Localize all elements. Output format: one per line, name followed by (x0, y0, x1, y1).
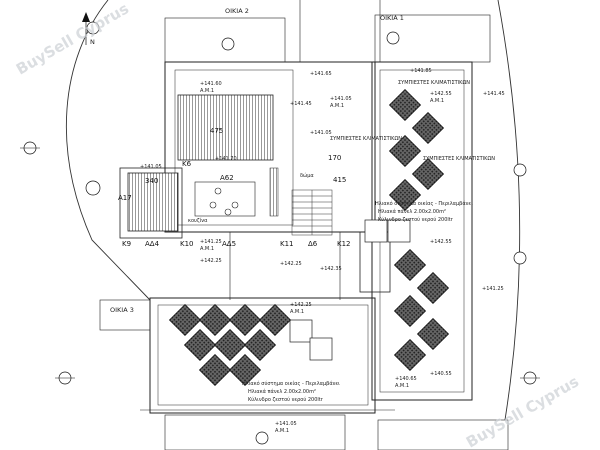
grid-markers (23, 21, 537, 445)
svg-text:+140.65: +140.65 (395, 376, 417, 382)
svg-text:170: 170 (328, 154, 341, 162)
svg-text:475: 475 (210, 127, 223, 135)
svg-text:+141.45: +141.45 (290, 101, 312, 107)
svg-text:Ηλιακό σύστημα οικίας - Περιλα: Ηλιακό σύστημα οικίας - Περιλαμβάνει (242, 380, 340, 387)
svg-text:A.M.1: A.M.1 (200, 88, 214, 94)
svg-text:Δ6: Δ6 (308, 240, 318, 248)
svg-text:+141.05: +141.05 (140, 164, 162, 170)
svg-text:K6: K6 (182, 160, 192, 168)
solar-array-bottom (169, 304, 291, 386)
svg-text:+142.55: +142.55 (430, 239, 452, 245)
kitchen-label: κουζίνα (188, 217, 208, 224)
svg-text:+141.65: +141.65 (310, 71, 332, 77)
svg-text:ΣΥΜΠΙΕΣΤΕΣ ΚΛΙΜΑΤΙΣΤΙΚΩΝ: ΣΥΜΠΙΕΣΤΕΣ ΚΛΙΜΑΤΙΣΤΙΚΩΝ (330, 136, 402, 142)
svg-text:+141.60: +141.60 (200, 81, 222, 87)
svg-text:A.M.1: A.M.1 (275, 428, 289, 434)
grid-labels: K6 K9 K10 K11 K12 AΔ4 AΔ5 Δ6 A17 A62 170… (118, 127, 351, 248)
svg-text:A.M.1: A.M.1 (395, 383, 409, 389)
water-tanks (289, 219, 411, 361)
room-label-2: ΟΙΚΙΑ 2 (225, 7, 249, 15)
svg-text:+141.05: +141.05 (330, 96, 352, 102)
watermark-top: BuySell Cyprus (13, 0, 132, 78)
svg-text:K10: K10 (180, 240, 194, 248)
svg-text:K12: K12 (337, 240, 351, 248)
svg-text:A.M.1: A.M.1 (430, 98, 444, 104)
svg-text:K9: K9 (122, 240, 131, 248)
svg-text:+142.55: +142.55 (430, 91, 452, 97)
svg-text:+140.55: +140.55 (430, 371, 452, 377)
svg-text:+141.70: +141.70 (215, 156, 237, 162)
svg-text:A.M.1: A.M.1 (330, 103, 344, 109)
room-label-3: ΟΙΚΙΑ 3 (110, 306, 134, 314)
svg-text:A62: A62 (220, 174, 234, 182)
svg-text:Ηλιακά πάνελ 2.00x2.00m²: Ηλιακά πάνελ 2.00x2.00m² (378, 208, 446, 215)
hatched-terrace-left (127, 172, 179, 232)
svg-text:+141.25: +141.25 (482, 286, 504, 292)
svg-text:+142.25: +142.25 (280, 261, 302, 267)
north-arrow (82, 12, 90, 45)
solar-note-bottom: Ηλιακό σύστημα οικίας - Περιλαμβάνει Ηλι… (242, 380, 340, 403)
svg-text:+141.05: +141.05 (310, 130, 332, 136)
svg-text:AΔ5: AΔ5 (222, 240, 236, 248)
boundary-right (497, 0, 521, 421)
north-label: N (90, 38, 95, 46)
watermark-bottom: BuySell Cyprus (463, 372, 582, 450)
svg-text:AΔ4: AΔ4 (145, 240, 160, 248)
svg-text:Κύλινδρο ζεστού νερού 200ltr: Κύλινδρο ζεστού νερού 200ltr (378, 216, 454, 223)
svg-text:A.M.1: A.M.1 (290, 309, 304, 315)
dining-table (194, 181, 256, 217)
svg-text:K11: K11 (280, 240, 294, 248)
svg-text:Ηλιακά πάνελ 2.00x2.00m²: Ηλιακά πάνελ 2.00x2.00m² (248, 388, 316, 395)
svg-text:A17: A17 (118, 194, 132, 202)
svg-text:340: 340 (145, 177, 158, 185)
hatched-terrace-main (177, 94, 274, 161)
solar-note-top: Ηλιακό σύστημα οικίας - Περιλαμβάνει Ηλι… (330, 80, 495, 223)
am-labels: A.M.1 A.M.1 A.M.1 A.M.1 A.M.1 A.M.1 A.M.… (200, 88, 444, 434)
svg-text:ΣΥΜΠΙΕΣΤΕΣ ΚΛΙΜΑΤΙΣΤΙΚΩΝ: ΣΥΜΠΙΕΣΤΕΣ ΚΛΙΜΑΤΙΣΤΙΚΩΝ (398, 80, 470, 86)
svg-text:Ηλιακό σύστημα οικίας - Περιλα: Ηλιακό σύστημα οικίας - Περιλαμβάνει (375, 200, 473, 207)
hatched-strip (269, 167, 279, 217)
room-label-1: ΟΙΚΙΑ 1 (380, 14, 404, 22)
svg-text:+141.85: +141.85 (410, 68, 432, 74)
svg-text:+141.45: +141.45 (483, 91, 505, 97)
svg-text:+142.25: +142.25 (290, 302, 312, 308)
svg-text:Κύλινδρο ζεστού νερού 200ltr: Κύλινδρο ζεστού νερού 200ltr (248, 396, 324, 403)
svg-text:+142.25: +142.25 (200, 258, 222, 264)
stair-label: δώμα (300, 172, 314, 179)
svg-text:+141.25: +141.25 (200, 239, 222, 245)
staircase (291, 189, 333, 236)
levels: +141.60 +141.65 +141.05 +141.70 +141.45 … (140, 68, 505, 427)
svg-text:415: 415 (333, 176, 346, 184)
svg-text:+141.05: +141.05 (275, 421, 297, 427)
svg-text:+142.35: +142.35 (320, 266, 342, 272)
svg-text:A.M.1: A.M.1 (200, 246, 214, 252)
svg-text:ΣΥΜΠΙΕΣΤΕΣ ΚΛΙΜΑΤΙΣΤΙΚΩΝ: ΣΥΜΠΙΕΣΤΕΣ ΚΛΙΜΑΤΙΣΤΙΚΩΝ (423, 156, 495, 162)
